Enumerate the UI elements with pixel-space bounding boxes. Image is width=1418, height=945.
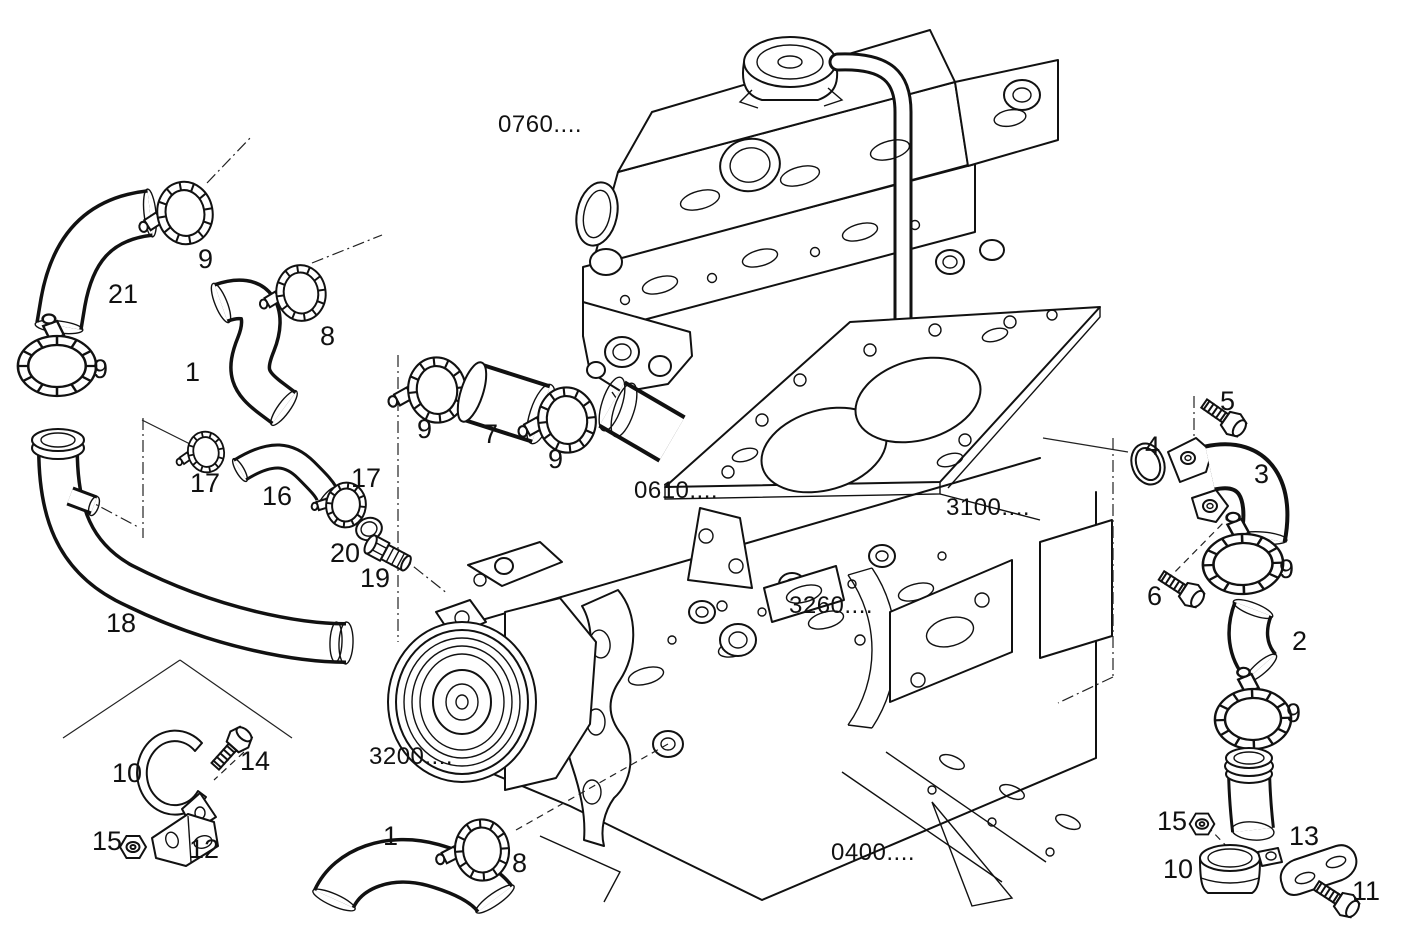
clamp-collar-10-right — [1199, 844, 1283, 894]
bolt-14 — [205, 721, 258, 776]
hose-1-bottom — [312, 837, 515, 914]
hose-2 — [1227, 598, 1278, 683]
cylinder-block-assembly — [454, 306, 1113, 907]
hose-1-top — [210, 278, 298, 427]
engine-stub-pipe — [598, 376, 686, 463]
oil-filler-cap — [738, 36, 844, 109]
clamp-10-left — [136, 729, 217, 832]
clamp-17-left — [170, 427, 229, 480]
bracket-12 — [151, 813, 219, 867]
sleeve-7 — [456, 361, 556, 445]
clamp-9-mid-left — [383, 353, 471, 429]
bolt-5 — [1196, 392, 1252, 442]
bolt-6 — [1153, 564, 1210, 613]
clamp-9-right-lower — [1211, 664, 1294, 752]
water-pipe-right — [1224, 747, 1275, 841]
hose-21 — [34, 188, 158, 335]
bracket-13 — [1279, 844, 1358, 896]
clamp-9-left — [16, 313, 98, 398]
hose-16 — [231, 443, 341, 508]
nut-15-right — [1188, 812, 1216, 836]
fitting-19 — [363, 534, 412, 572]
water-pump — [387, 597, 597, 791]
pipe-18 — [31, 428, 354, 665]
o-ring-4 — [1124, 437, 1172, 491]
nut-15-left — [119, 835, 147, 859]
elbow-3 — [1167, 437, 1290, 546]
